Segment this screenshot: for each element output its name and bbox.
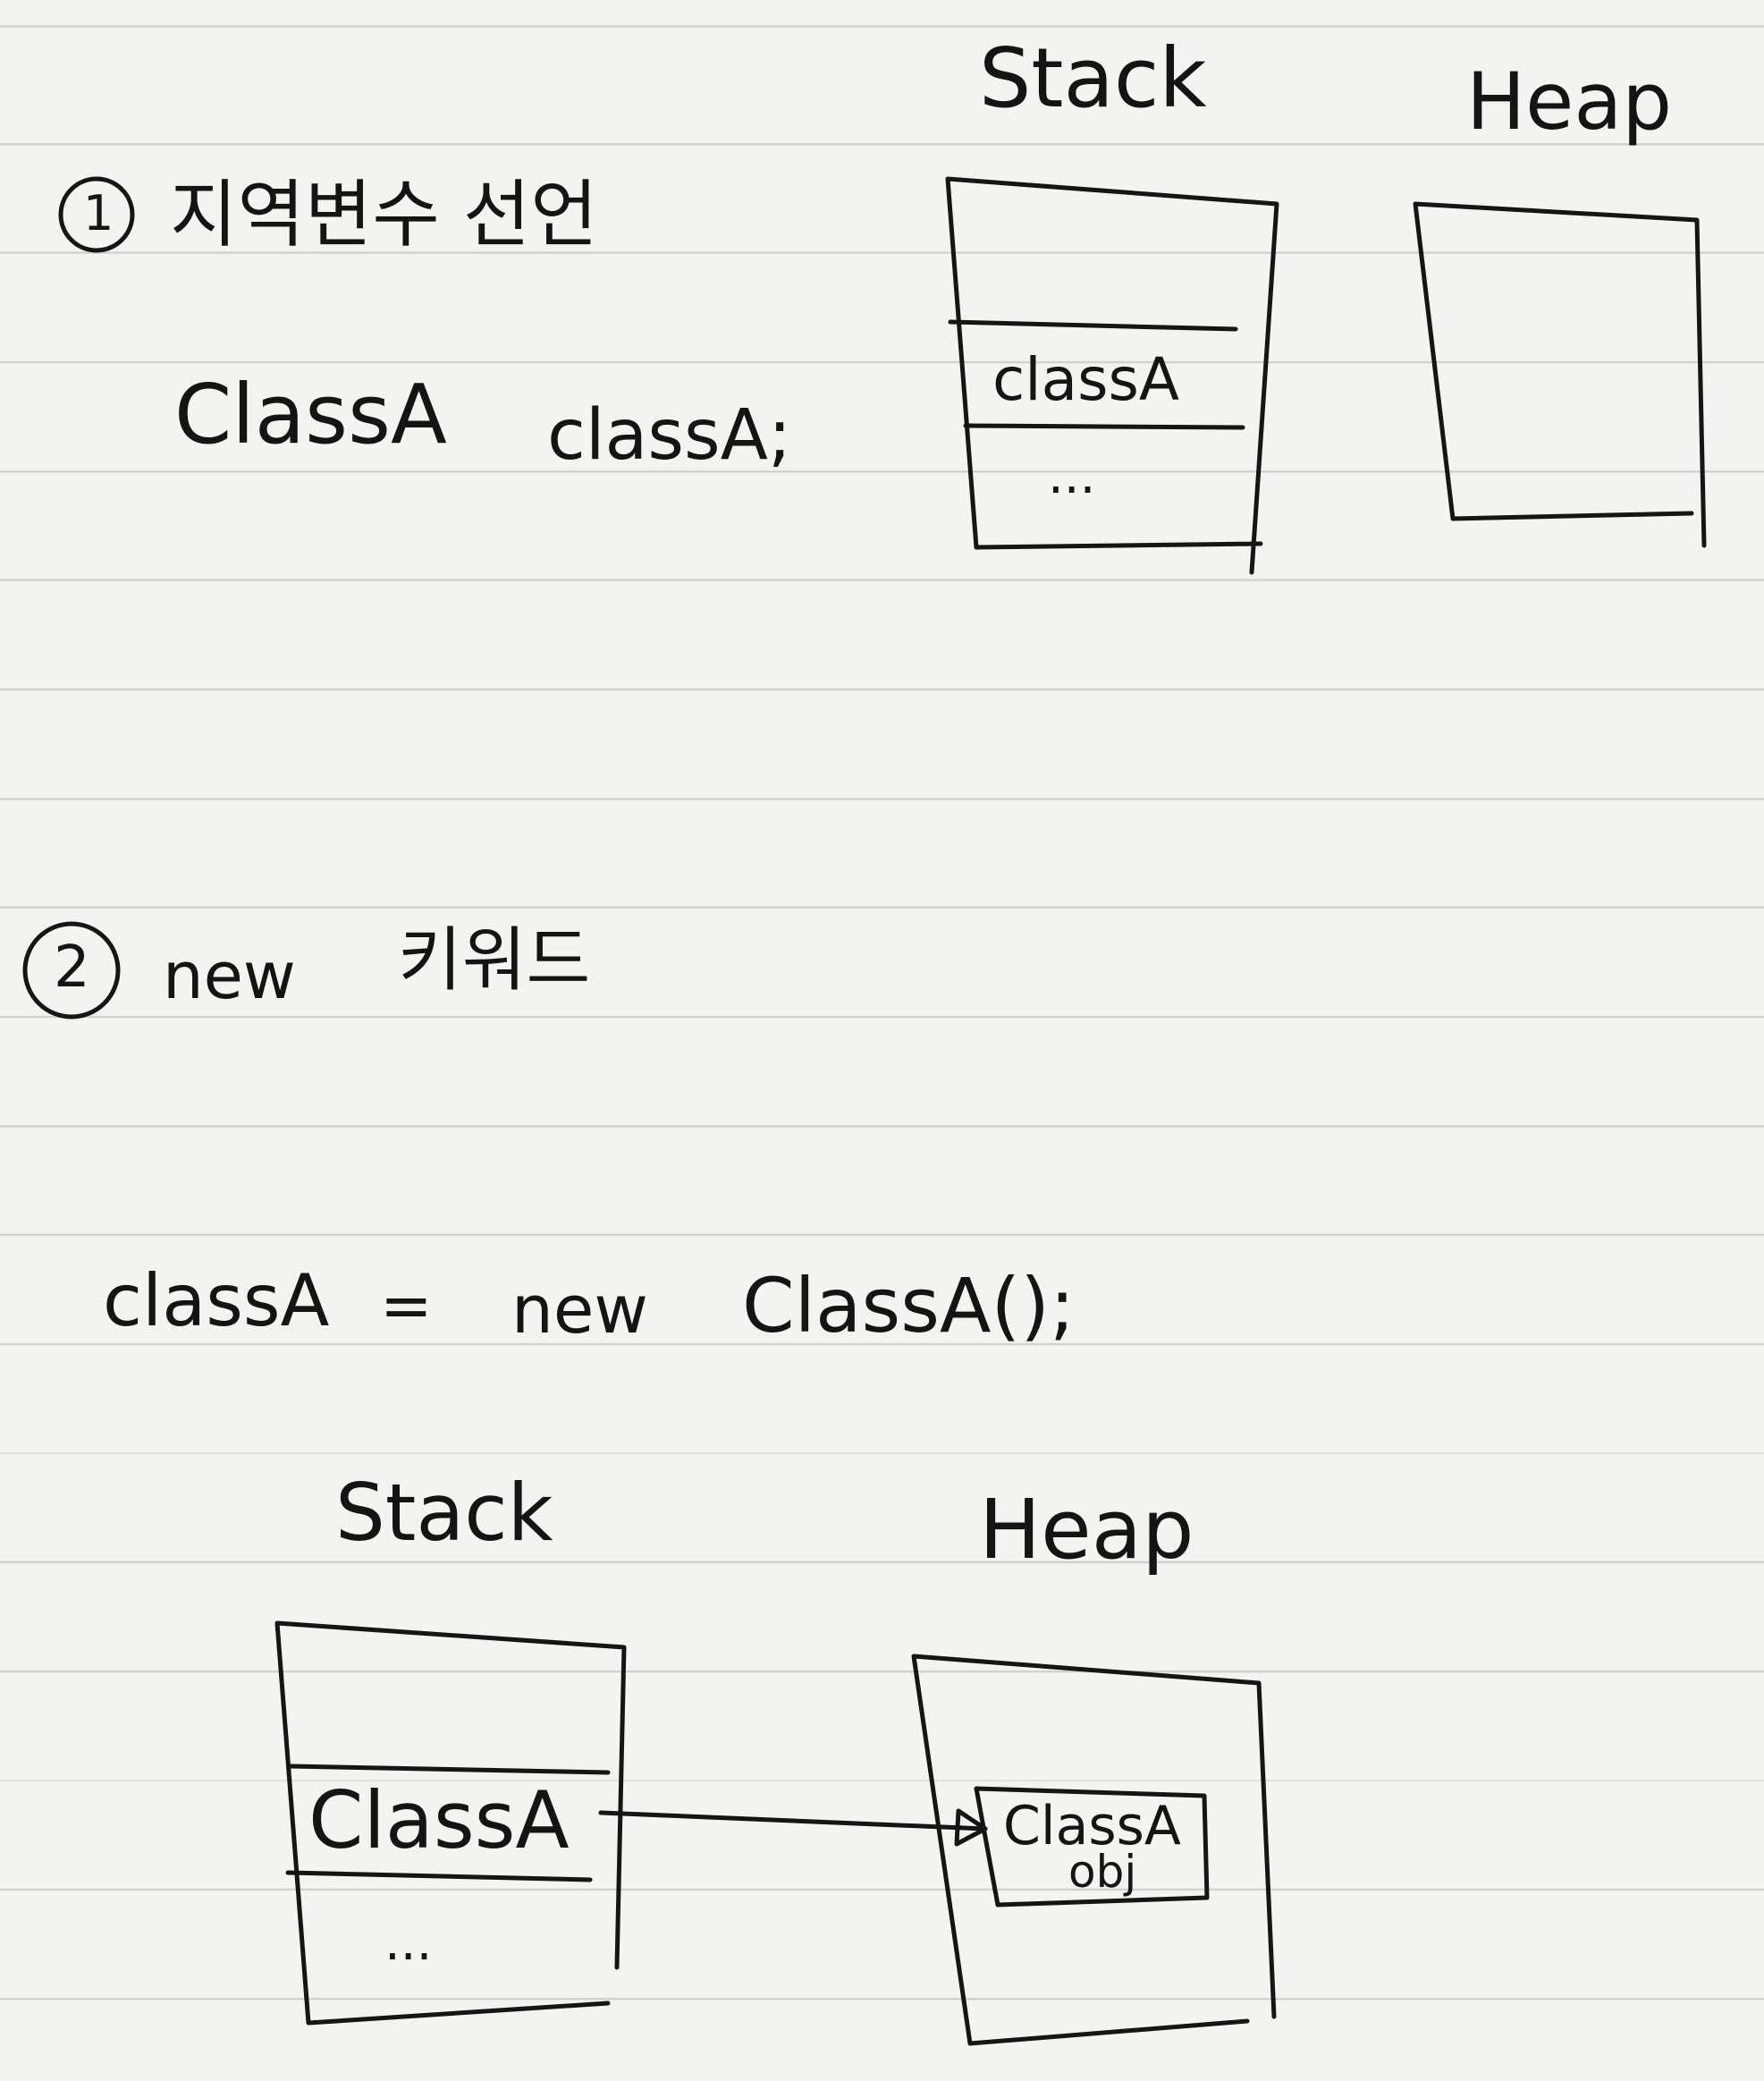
section2-code-lhs: classA (103, 1259, 330, 1342)
section1-stack-divider-top (948, 319, 1238, 332)
section2-code-keyword: new (511, 1272, 648, 1349)
section2-stack-box (274, 1620, 627, 2026)
section2-number: 2 (54, 935, 90, 1001)
section2-stack-slot: ClassA (308, 1774, 570, 1866)
section1-title: 지역변수 선언 (170, 173, 598, 258)
section1-stack-label: Stack (979, 30, 1207, 126)
section2-title-word: 키워드 (398, 920, 591, 1001)
section1-stack-ellipsis: ... (1048, 447, 1096, 505)
section1-heap-label: Heap (1466, 55, 1673, 148)
section1-code-type: ClassA (174, 367, 447, 462)
section2-object-box (974, 1786, 1210, 1908)
section1-code-variable: classA; (547, 395, 792, 476)
section1-stack-divider-bottom (963, 423, 1245, 430)
section2-stack-divider-bottom (285, 1870, 593, 1882)
section2-number-circle (22, 921, 121, 1019)
section1-number-circle (58, 176, 135, 253)
section1-number: 1 (83, 185, 114, 241)
section2-heap-object-line2: obj (1068, 1846, 1137, 1898)
section2-stack-divider-top (288, 1764, 611, 1775)
section2-heap-box (911, 1654, 1277, 2046)
section1-stack-box (945, 176, 1279, 575)
section2-code-rhs: ClassA(); (742, 1262, 1076, 1349)
section1-heap-box (1413, 201, 1707, 548)
section1-stack-slot: classA (992, 345, 1179, 414)
section2-code-equals: = (380, 1269, 433, 1342)
section2-heap-label: Heap (979, 1482, 1194, 1578)
section2-stack-label: Stack (335, 1467, 553, 1559)
section2-stack-ellipsis: ... (384, 1914, 433, 1972)
section2-heap-object-line1: ClassA (1003, 1795, 1181, 1857)
reference-arrow-head (954, 1808, 988, 1847)
reference-arrow-line (598, 1810, 988, 1831)
section2-title-keyword: new (163, 938, 296, 1013)
